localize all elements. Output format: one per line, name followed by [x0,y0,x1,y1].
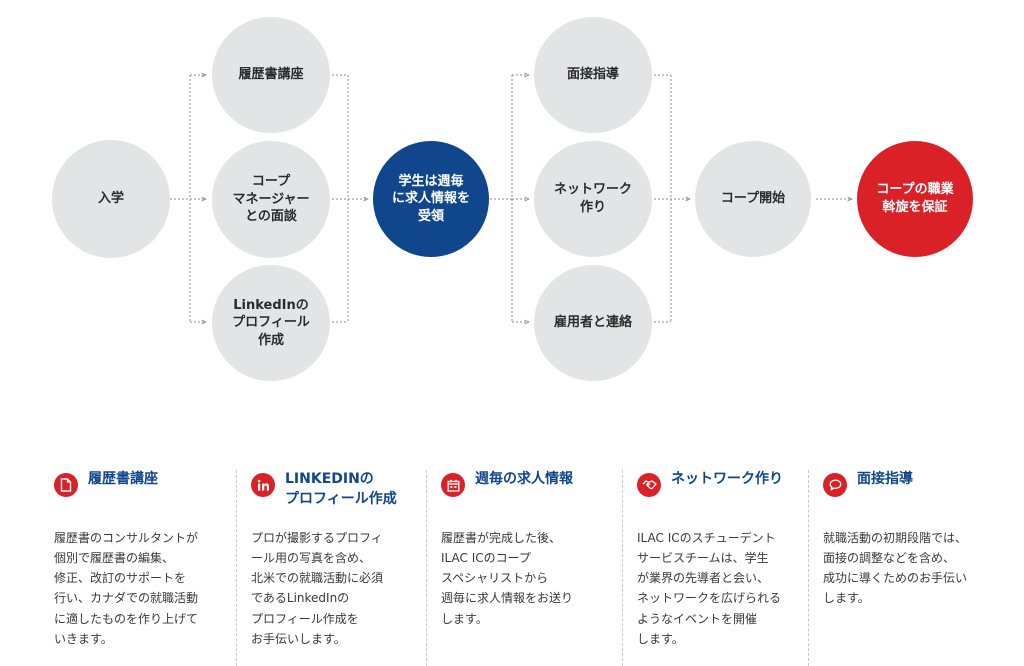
node-weekly-jobs-label: 学生は週毎 に求人情報を 受領 [391,173,470,224]
node-mensetsu: 面接指導 [534,17,652,133]
detail-weekly-header: 週毎の求人情報 [441,470,573,497]
detail-linkedin-title: LINKEDINの プロフィール作成 [285,471,397,507]
detail-interview-title: 面接指導 [857,471,913,487]
detail-linkedin-header: LINKEDINの プロフィール作成 [251,470,397,509]
detail-weekly-body: 履歴書が完成した後、 ILAC ICのコープ スペシャリストから 週毎に求人情報… [441,531,574,626]
detail-interview: 面接指導 就職活動の初期段階では、 面接の調整などを含め、 成功に導くためのお手… [808,470,1005,666]
node-weekly-jobs: 学生は週毎 に求人情報を 受領 [373,141,489,257]
node-coop-manager-label: コープ マネージャー との面談 [232,174,310,225]
handshake-icon [637,473,661,497]
detail-resume-title: 履歴書講座 [88,471,158,487]
node-network: ネットワーク 作り [534,141,652,257]
calendar-icon [441,473,465,497]
document-icon [54,473,78,497]
node-nyugaku-label: 入学 [97,191,124,207]
speech-bubble-icon [823,473,847,497]
detail-resume: 履歴書講座 履歴書のコンサルタントが 個別で履歴書の編集、 修正、改訂のサポート… [40,470,236,666]
detail-network: ネットワーク作り ILAC ICのスチューデント サービスチームは、学生 が業界… [622,470,809,666]
node-employer-label: 雇用者と連絡 [553,315,632,331]
detail-resume-header: 履歴書講座 [54,470,158,497]
node-guarantee-label: コープの職業 斡旋を保証 [876,182,954,215]
node-coop-start: コープ開始 [695,141,811,257]
node-linkedin: LinkedInの プロフィール 作成 [212,265,330,381]
node-rirekisho-label: 履歴書講座 [238,67,304,83]
node-coop-manager: コープ マネージャー との面談 [212,141,330,258]
detail-linkedin: LINKEDINの プロフィール作成 プロが撮影するプロフィ ール用の写真を含め… [236,470,427,666]
node-guarantee: コープの職業 斡旋を保証 [857,141,973,257]
detail-linkedin-body: プロが撮影するプロフィ ール用の写真を含め、 北米での就職活動に必須 であるLi… [251,531,384,646]
node-linkedin-label: LinkedInの プロフィール 作成 [232,297,310,348]
detail-weekly: 週毎の求人情報 履歴書が完成した後、 ILAC ICのコープ スペシャリストから… [426,470,623,666]
node-network-label: ネットワーク 作り [553,182,632,215]
detail-network-title: ネットワーク作り [671,471,783,487]
node-rirekisho: 履歴書講座 [212,17,330,133]
node-coop-start-label: コープ開始 [720,191,786,207]
detail-network-body: ILAC ICのスチューデント サービスチームは、学生 が業界の先導者と会い、 … [637,531,782,646]
linkedin-icon [251,473,275,497]
detail-resume-body: 履歴書のコンサルタントが 個別で履歴書の編集、 修正、改訂のサポートを 行い、カ… [54,531,199,646]
detail-network-header: ネットワーク作り [637,470,783,497]
detail-interview-body: 就職活動の初期段階では、 面接の調整などを含め、 成功に導くためのお手伝い しま… [823,531,968,606]
node-mensetsu-label: 面接指導 [566,67,619,83]
detail-weekly-title: 週毎の求人情報 [475,471,573,487]
detail-interview-header: 面接指導 [823,470,913,497]
flow-connectors [170,0,1024,400]
node-employer: 雇用者と連絡 [534,265,652,381]
node-nyugaku: 入学 [52,140,170,258]
